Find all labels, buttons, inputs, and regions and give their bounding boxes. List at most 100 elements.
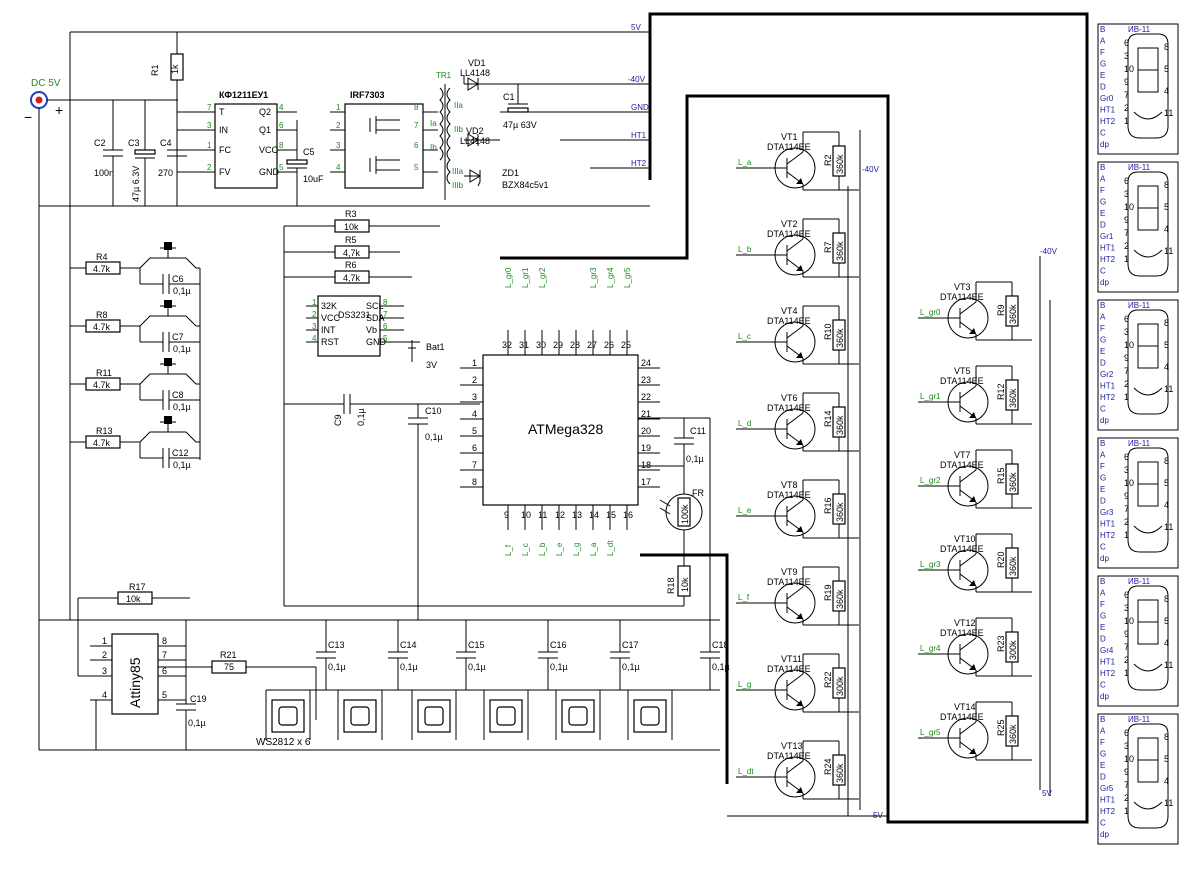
tube-pin-num: 9 [1124,767,1129,777]
mcu-bottom-pin-num: 12 [555,510,565,520]
kf-pin-num: 5 [279,163,284,172]
c5-capacitor: C5 10uF [286,120,324,206]
mcu-bottom-pin-num: 9 [504,510,509,520]
transistor-label: VT8 [781,480,798,490]
tube-envelope [1127,309,1169,415]
transistor-label: VT11 [781,654,802,664]
transistor-input-label: L_gr1 [920,392,941,401]
mcu-left-pin-num: 4 [472,409,477,419]
tube-filament [1133,249,1163,258]
transistor-input-label: L_f [738,593,750,602]
fr-label: FR [692,488,704,498]
button-cap-value: 0,1µ [173,344,191,354]
tube-pin-name: C [1100,129,1106,138]
transistor-input-label: L_gr4 [920,644,941,653]
mcu-left-pin-num: 7 [472,460,477,470]
ws-cap-label: C16 [550,640,567,650]
ws2812-led-lens [568,706,588,726]
pushbutton-cap [164,416,172,424]
tube-pin-name: Gr0 [1100,94,1114,103]
power-input: DC 5V + − [24,78,178,750]
transistor-input-label: L_g [738,680,751,689]
r5-value: 4,7k [343,248,361,258]
tube-pin-num: 3 [1124,741,1129,751]
tube-pin-name: HT2 [1100,393,1116,402]
emitter-arrow [969,412,976,418]
mcu-bottom-pin-num: 13 [572,510,582,520]
transistor-collector [959,301,977,315]
mcu-right-pin-num: 18 [641,460,651,470]
tube-pin-num: 3 [1124,465,1129,475]
tube-pin-name: HT1 [1100,106,1116,115]
tube-pin-name: B [1100,577,1105,586]
tube-pin-name: HT1 [1100,520,1116,529]
net-n40-label: -40V [628,75,646,84]
iv11-tubes: ИВ-11BAFGEDGr0HT1HT2Cdp6310972185411ИВ-1… [1097,23,1179,845]
r5-label: R5 [345,235,357,245]
tube-pin-name: A [1100,589,1106,598]
tube-filament [1133,801,1163,810]
mcu-right-pin-num: 23 [641,375,651,385]
resistor-label: R2 [823,154,833,166]
tube-name: ИВ-11 [1128,439,1151,448]
tube-pin-name: B [1100,163,1105,172]
resistor-value: 360k [835,154,845,174]
transistor-collector [786,412,804,426]
emitter-arrow [796,700,803,706]
transistor-collector [786,238,804,252]
ws-cap-value: 0,1µ [550,662,568,672]
tube-pin-name: dp [1100,830,1109,839]
tiny-pin-num: 6 [162,666,167,676]
mcu-top-pin-num: 31 [519,340,529,350]
transistor-label: VT9 [781,567,798,577]
resistor-label: R12 [996,383,1006,400]
resistor-label: R20 [996,551,1006,568]
r17-label: R17 [129,582,146,592]
button-resistor-label: R11 [96,368,112,378]
resistor-label: R16 [823,497,833,514]
tube-pin-num: 5 [1164,340,1169,350]
emitter-arrow [969,664,976,670]
tube-pin-num: 8 [1164,180,1169,190]
ws-cap-label: C15 [468,640,485,650]
ds-pin-name: SDA [366,313,385,323]
button-resistor-value: 4.7k [93,322,111,332]
tube-pin-name: E [1100,485,1105,494]
tube-pin-name: F [1100,738,1105,747]
tube-pin-num: 7 [1124,780,1129,790]
transistor-type: DTA114EE [767,229,811,239]
emitter-arrow [969,748,976,754]
ds-name: DS3231 [338,310,371,320]
pushbutton-cap [164,300,172,308]
tube-pin-name: A [1100,451,1106,460]
ds-pin-num: 1 [312,298,317,307]
tube-pin-num: 8 [1164,318,1169,328]
kf-pin-name: VCC [259,145,279,155]
resistor-label: R10 [823,323,833,340]
c2-value: 100n [94,168,114,178]
emitter-arrow [796,526,803,532]
transistor-collector [959,469,977,483]
tube-pin-name: dp [1100,140,1109,149]
tube-pin-name: D [1100,221,1106,230]
ds-pin-num: 7 [383,310,388,319]
kf-pin-name: FV [219,167,231,177]
mcu-left-pin-num: 1 [472,358,477,368]
tube-pin-name: E [1100,71,1105,80]
resistor-label: R7 [823,241,833,253]
pushbutton-switch [139,421,200,443]
tube-pin-name: Gr5 [1100,784,1114,793]
tube-pin-num: 2 [1124,793,1129,803]
vd1-value: LL4148 [460,68,490,78]
kf-name: КФ1211ЕУ1 [219,90,268,100]
transistor-type: DTA114EE [767,316,811,326]
resistor-value: 360k [835,502,845,522]
tube-filament [1133,525,1163,534]
tiny-pin-num: 3 [102,666,107,676]
ds-pin-name: RST [321,337,340,347]
mcu-bottom-pin-label: L_dt [606,540,615,556]
